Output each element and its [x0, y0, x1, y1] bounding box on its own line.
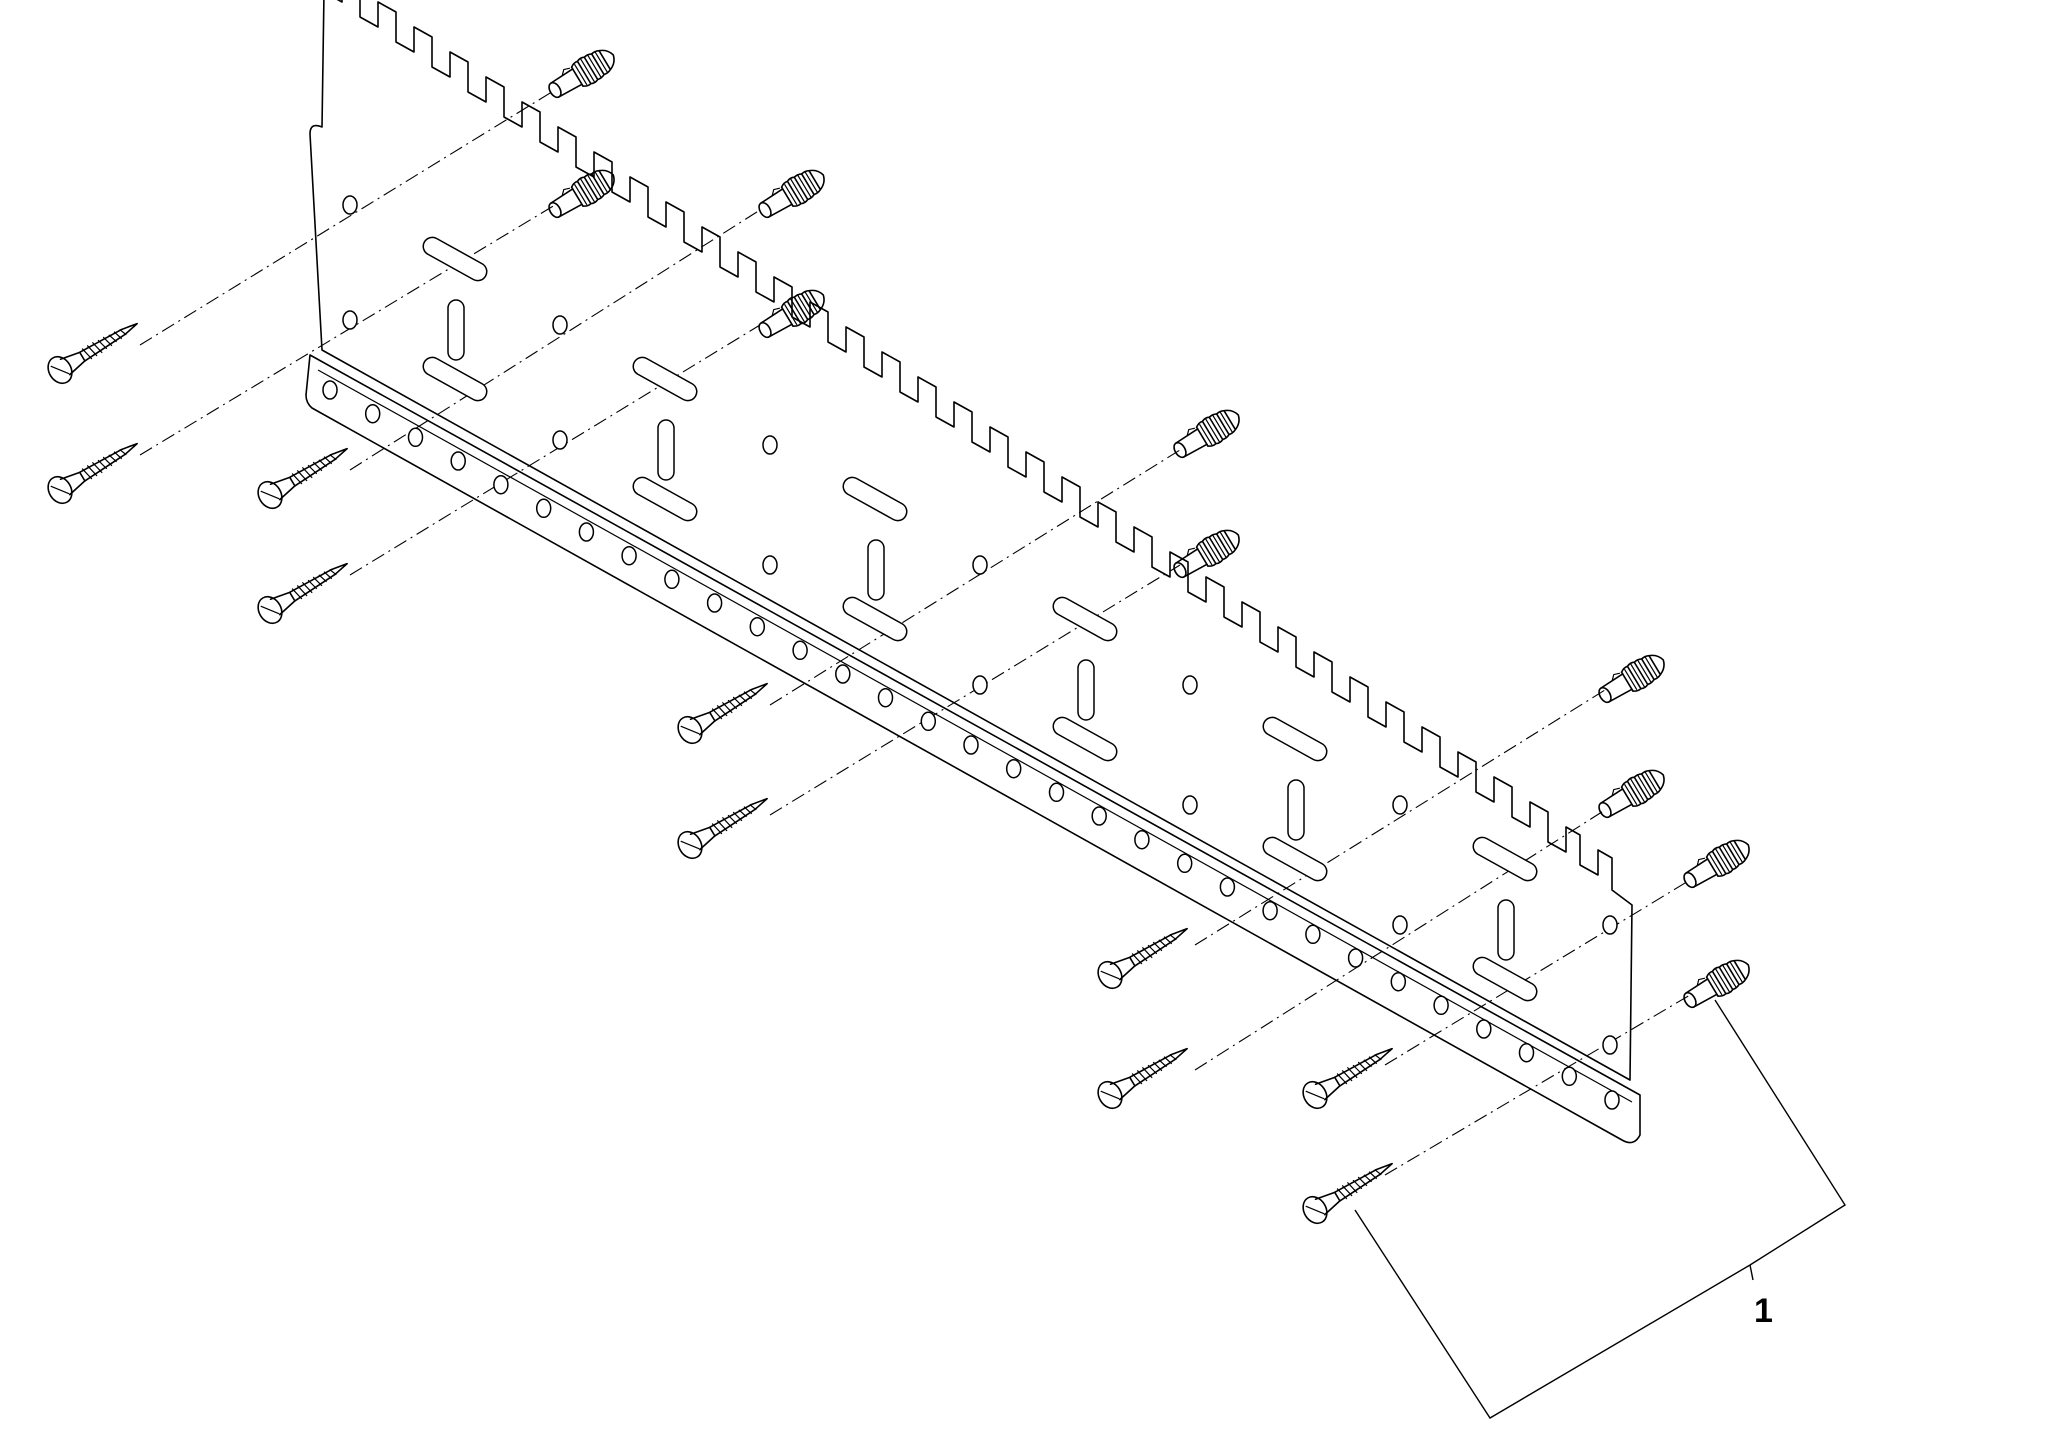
flange-hole	[1347, 948, 1364, 968]
screw	[1297, 1150, 1401, 1229]
flange-hole	[322, 380, 338, 400]
screw	[672, 785, 776, 864]
wall-plug	[1167, 522, 1247, 586]
wall-plug	[1592, 647, 1672, 711]
flange-hole	[1262, 900, 1278, 921]
flange-hole	[792, 640, 808, 661]
flange-hole	[920, 711, 937, 732]
rail-upper-plate	[309, 0, 1633, 1081]
flange-hole	[877, 687, 894, 708]
flange-hole	[493, 474, 509, 495]
screw	[42, 310, 146, 389]
flange-hole	[1005, 758, 1022, 779]
flange-hole	[1561, 1066, 1578, 1087]
flange-hole	[621, 545, 637, 566]
flange-hole	[1518, 1042, 1535, 1063]
flange-hole	[578, 522, 595, 542]
wall-plugs	[542, 42, 1757, 1016]
flange-hole	[364, 403, 381, 424]
flange-hole	[407, 427, 424, 448]
wall-plug	[1677, 832, 1757, 896]
wall-plug	[542, 162, 622, 226]
screw	[1092, 915, 1196, 994]
flange-hole	[1134, 829, 1150, 850]
callout-label-1: 1	[1754, 1292, 1773, 1330]
flange-hole	[1176, 853, 1193, 874]
screw	[252, 435, 356, 514]
flange-hole	[535, 498, 552, 519]
flange-hole	[1476, 1019, 1492, 1039]
wall-plug	[1677, 952, 1757, 1016]
rail-lower-flange	[305, 354, 1641, 1144]
flange-hole	[963, 735, 979, 755]
rail-slots-and-holes	[322, 195, 1620, 1110]
flange-hole	[450, 451, 466, 471]
wall-plug	[1592, 762, 1672, 826]
flange-hole	[1091, 806, 1107, 826]
screw	[1092, 1035, 1196, 1114]
mounting-rail	[305, 0, 1641, 1144]
flange-hole	[1433, 995, 1449, 1016]
screw	[252, 550, 356, 629]
wall-plug	[1167, 402, 1247, 466]
wall-plug	[542, 42, 622, 106]
flange-hole	[706, 593, 723, 613]
screw	[1297, 1035, 1401, 1114]
assembly-axes	[139, 89, 1691, 1176]
flange-hole	[1305, 924, 1321, 945]
screws	[42, 310, 1401, 1229]
screw	[42, 430, 146, 509]
callout-leaders	[1354, 999, 1846, 1419]
flange-hole	[1219, 877, 1236, 897]
screw	[672, 670, 776, 749]
flange-hole	[664, 569, 680, 590]
wall-plug	[752, 162, 832, 226]
flange-hole	[1048, 782, 1065, 803]
flange-hole	[1604, 1090, 1620, 1110]
flange-hole	[1390, 971, 1407, 992]
flange-hole	[835, 664, 851, 684]
flange-hole	[749, 616, 766, 637]
